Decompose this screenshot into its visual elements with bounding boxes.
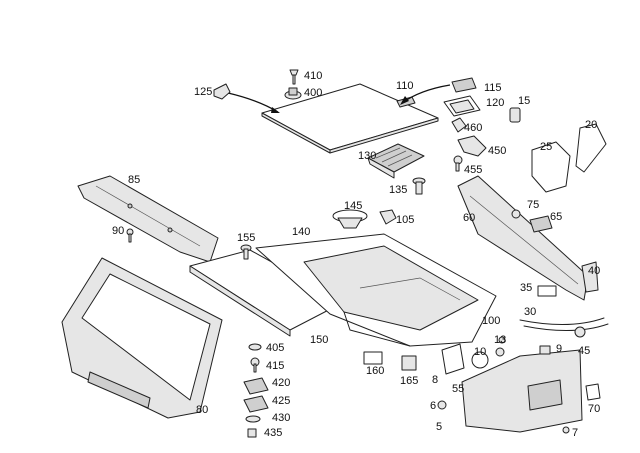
part-160-clip <box>363 351 383 365</box>
part-85-trim <box>77 175 219 263</box>
part-115-cover <box>451 77 477 93</box>
part-40-bracket <box>581 261 599 293</box>
label-8: 8 <box>432 374 438 386</box>
label-40: 40 <box>588 265 600 277</box>
part-420-bracket <box>243 377 269 395</box>
part-100-tub <box>255 233 497 347</box>
label-80: 80 <box>196 404 208 416</box>
label-100: 100 <box>482 315 500 327</box>
label-410: 410 <box>304 70 322 82</box>
label-115: 115 <box>484 82 502 94</box>
part-45-connector <box>574 326 586 338</box>
label-60: 60 <box>463 212 475 224</box>
part-20-trim <box>575 123 607 173</box>
label-130: 130 <box>358 150 376 162</box>
label-430: 430 <box>272 412 290 424</box>
label-30: 30 <box>524 306 536 318</box>
part-75-clip <box>511 209 521 219</box>
label-140: 140 <box>292 226 310 238</box>
label-105: 105 <box>396 214 414 226</box>
part-450-lock <box>457 135 487 157</box>
label-135: 135 <box>389 184 407 196</box>
part-415-screw <box>250 357 260 373</box>
label-35: 35 <box>520 282 532 294</box>
label-120: 120 <box>486 97 504 109</box>
part-35-block <box>537 285 557 297</box>
part-405-clip <box>248 343 262 351</box>
part-135-screw <box>412 177 426 195</box>
part-430-washer <box>245 415 261 423</box>
label-90: 90 <box>112 225 124 237</box>
label-65: 65 <box>550 211 562 223</box>
label-155: 155 <box>237 232 255 244</box>
label-405: 405 <box>266 342 284 354</box>
arrow-115-to-panel <box>400 84 451 105</box>
part-125-clip <box>213 83 231 100</box>
part-15-clip <box>509 107 521 123</box>
part-435-nut <box>247 428 257 438</box>
label-45: 45 <box>578 345 590 357</box>
part-130-tray <box>367 143 425 179</box>
label-160: 160 <box>366 365 384 377</box>
part-65-pad <box>529 215 553 233</box>
part-13-plug <box>498 336 506 344</box>
label-25: 25 <box>540 141 552 153</box>
part-400-knob <box>284 87 302 100</box>
part-60-rail <box>457 175 589 301</box>
label-455: 455 <box>464 164 482 176</box>
label-75: 75 <box>527 199 539 211</box>
label-415: 415 <box>266 360 284 372</box>
label-165: 165 <box>400 375 418 387</box>
label-10: 10 <box>474 346 486 358</box>
arrow-125-to-panel <box>227 92 280 113</box>
label-13: 13 <box>494 334 506 346</box>
part-105-clip <box>379 209 397 225</box>
label-150: 150 <box>310 334 328 346</box>
label-15: 15 <box>518 95 530 107</box>
label-125: 125 <box>194 86 212 98</box>
label-70: 70 <box>588 403 600 415</box>
part-25-bracket <box>531 141 571 193</box>
label-9: 9 <box>556 343 562 355</box>
label-5: 5 <box>436 421 442 433</box>
part-120-frame <box>443 95 481 117</box>
part-80-panel <box>61 257 223 419</box>
part-150-shelf <box>189 249 345 337</box>
part-460-latch <box>451 117 467 133</box>
part-90-pin <box>126 228 134 243</box>
part-55-plate <box>471 351 489 369</box>
part-425-bracket <box>243 395 269 413</box>
label-400: 400 <box>304 87 322 99</box>
label-425: 425 <box>272 395 290 407</box>
part-145-cup <box>332 209 368 229</box>
label-460: 460 <box>464 122 482 134</box>
part-70-bracket <box>585 383 601 401</box>
label-6: 6 <box>430 400 436 412</box>
label-110: 110 <box>396 80 414 92</box>
part-7-screw <box>562 426 570 434</box>
label-420: 420 <box>272 377 290 389</box>
part-9-clip <box>539 345 551 355</box>
part-110-floor-panel <box>261 83 439 154</box>
part-8-cover <box>441 343 465 375</box>
label-435: 435 <box>264 427 282 439</box>
part-410-screw <box>289 69 299 85</box>
label-20: 20 <box>585 119 597 131</box>
part-165-clip <box>401 355 417 371</box>
part-10-grommet <box>495 347 505 357</box>
part-5-side-panel <box>461 349 583 433</box>
label-450: 450 <box>488 145 506 157</box>
label-7: 7 <box>572 427 578 439</box>
part-6-screw <box>437 400 447 410</box>
part-155-screw <box>240 244 252 260</box>
part-30-cable <box>519 317 609 331</box>
label-145: 145 <box>344 200 362 212</box>
part-455-bolt <box>453 155 463 172</box>
label-55: 55 <box>452 383 464 395</box>
label-85: 85 <box>128 174 140 186</box>
